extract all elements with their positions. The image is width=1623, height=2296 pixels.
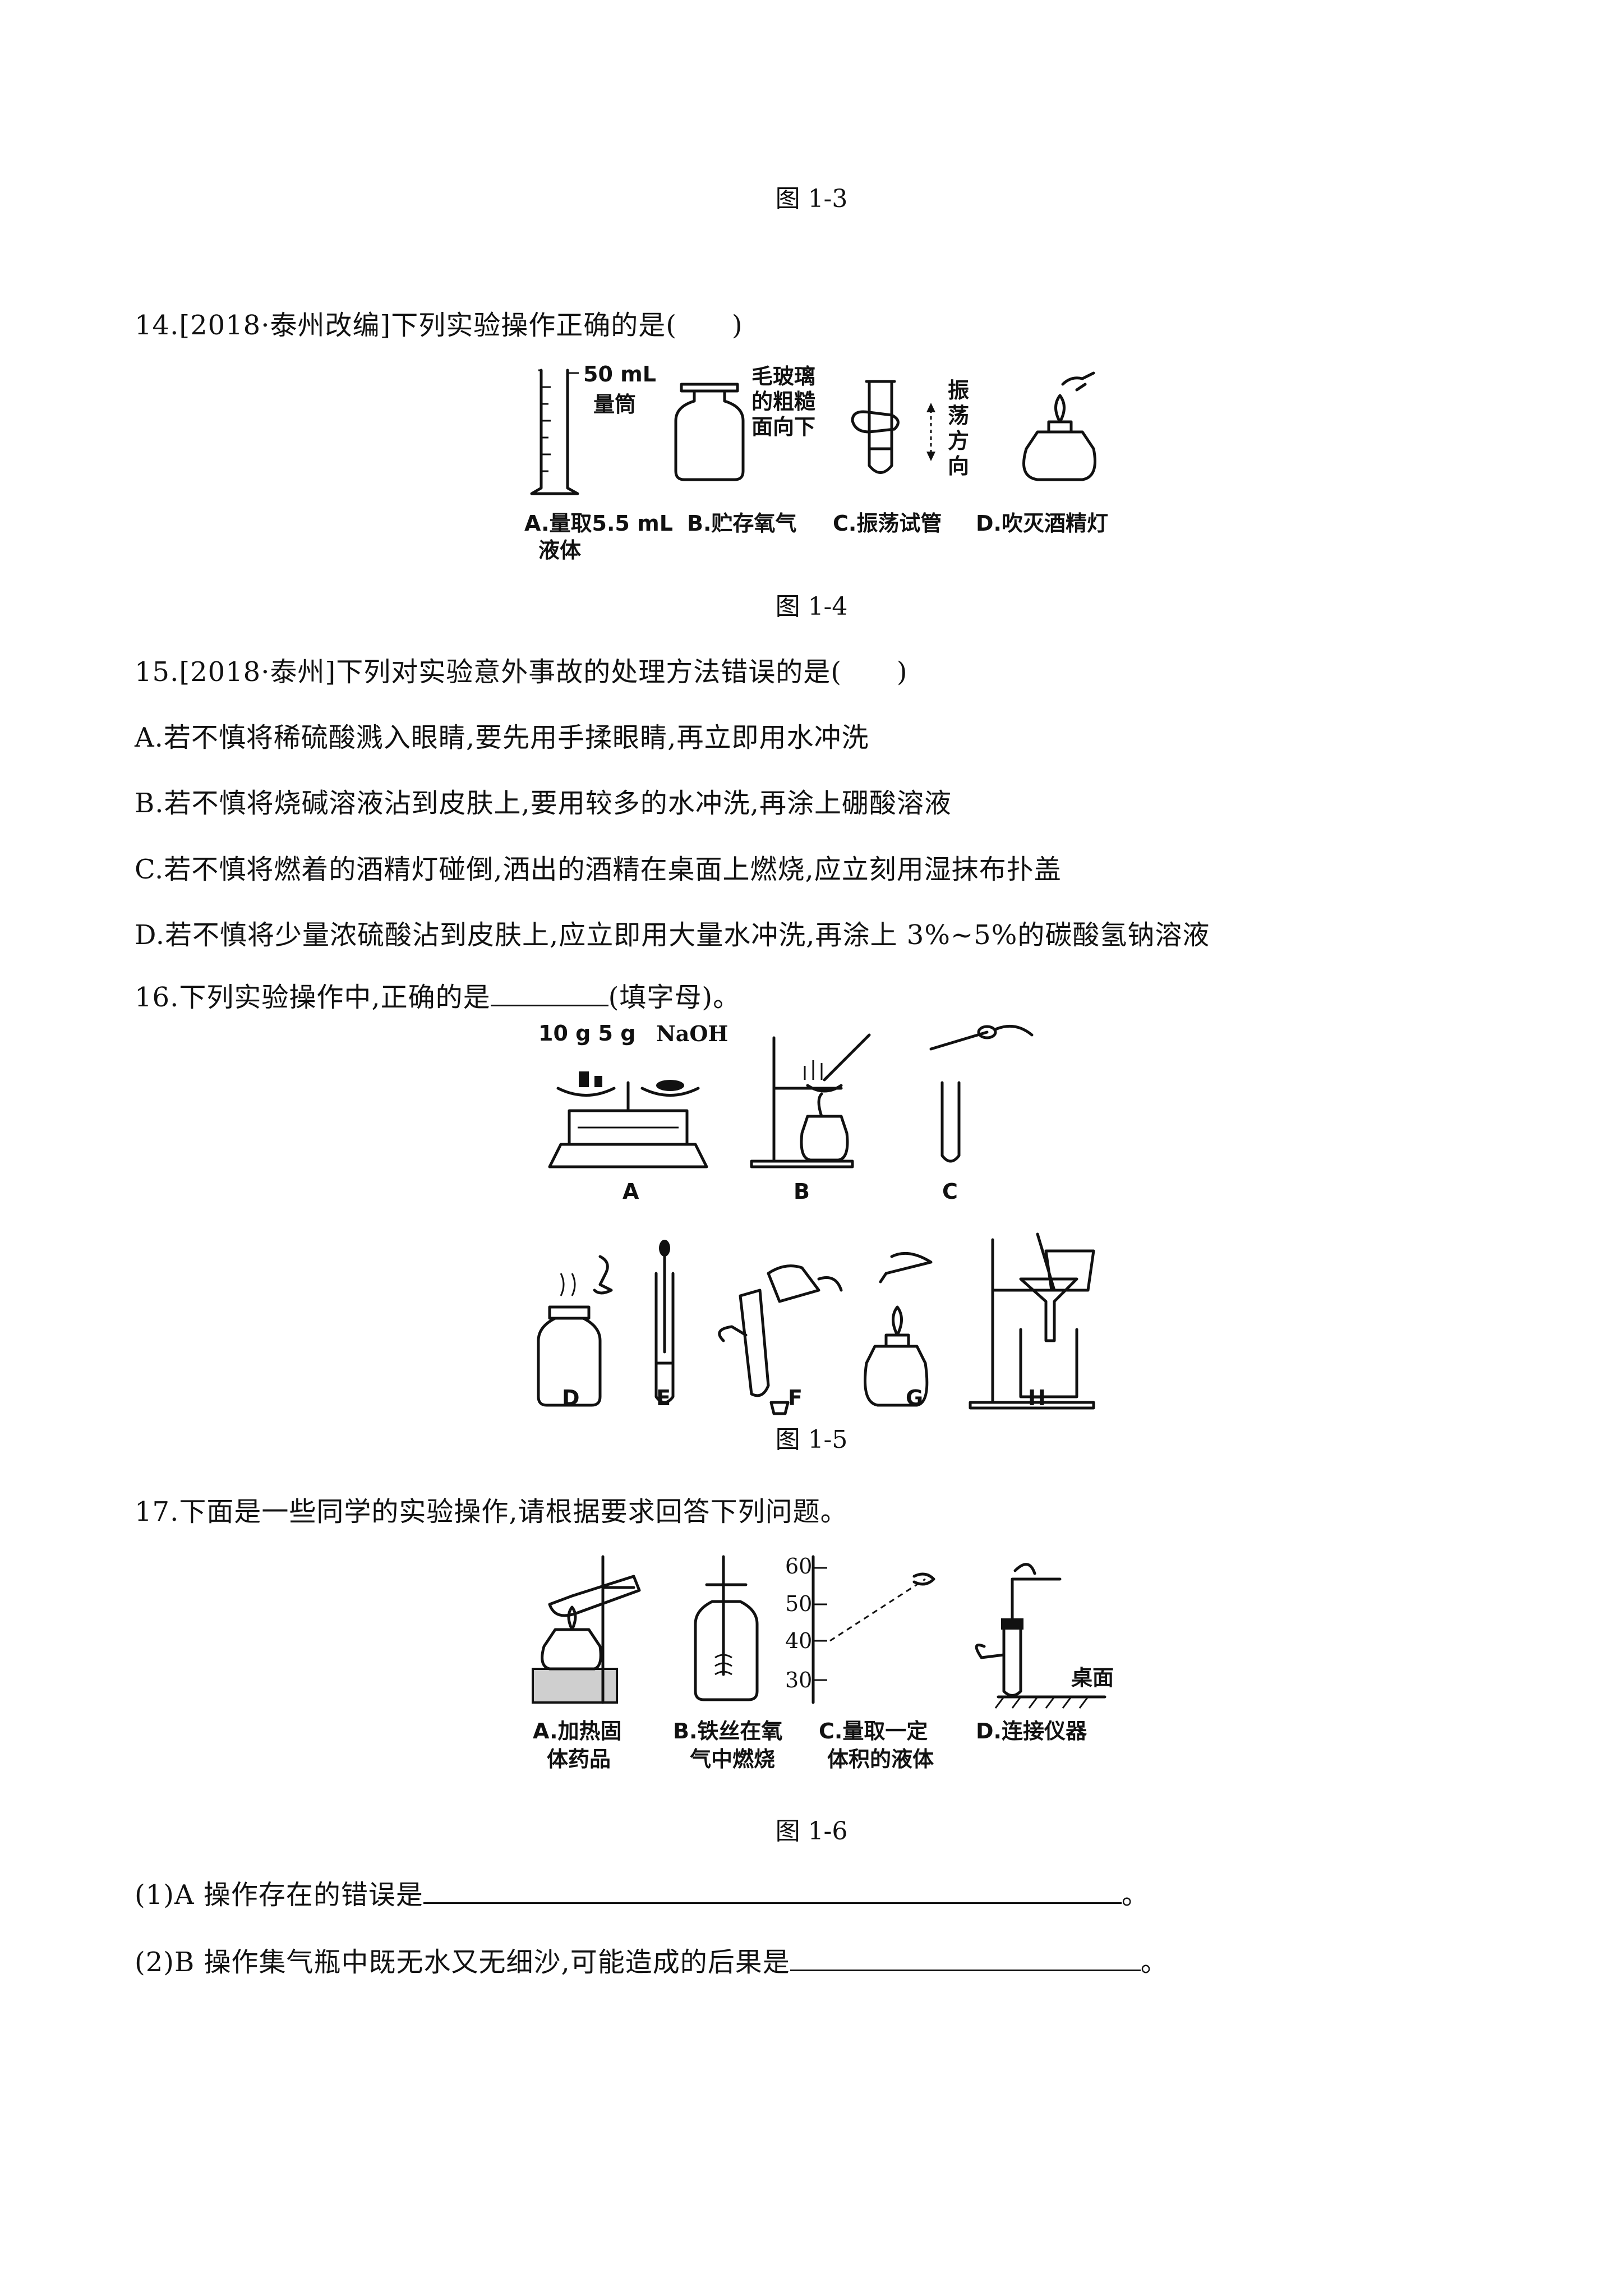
fig14-caption-d: D.吹灭酒精灯: [976, 511, 1108, 536]
figure-1-6: 60 50 40 30 桌面 A.加热固 体药品 B.铁丝在氧 气中燃烧 C.量…: [522, 1545, 1127, 1787]
fig15-label-a: A: [623, 1179, 639, 1204]
fig14-label-b-top2: 的粗糙: [751, 389, 816, 414]
gas-bottle-icon: [674, 383, 745, 481]
question-17-sub-1-answer-blank[interactable]: [423, 1879, 1122, 1904]
fig14-caption-a1: A.量取5.5 mL: [524, 511, 673, 536]
fig15-label-d: D: [562, 1386, 580, 1410]
fig14-label-c-side4: 向: [948, 454, 970, 478]
fig16-tick-40: 40: [785, 1628, 813, 1653]
figure-caption-1-6: 图 1-6: [775, 1817, 848, 1846]
fig15-label-g: G: [906, 1386, 924, 1410]
evaporating-dish-stand-icon: [750, 1033, 871, 1168]
fig14-label-b-top1: 毛玻璃: [751, 364, 816, 389]
fig15-label-f: F: [788, 1386, 803, 1410]
question-17-sub-1-end: 。: [1121, 1879, 1149, 1911]
fig16-tick-30: 30: [785, 1668, 813, 1692]
iron-wire-bottle-icon: [694, 1555, 759, 1701]
question-15-option-b: B.若不慎将烧碱溶液沾到皮肤上,要用较多的水冲洗,再涂上硼酸溶液: [135, 788, 952, 819]
dropper-test-tube-icon: [929, 1024, 1034, 1163]
question-15-option-a: A.若不慎将稀硫酸溅入眼睛,要先用手揉眼睛,再立即用水冲洗: [135, 722, 869, 753]
fig16-caption-a1: A.加热固: [533, 1719, 622, 1743]
figure-1-5-drawing: [537, 1024, 1095, 1415]
question-15-option-d: D.若不慎将少量浓硫酸沾到皮肤上,应立即用大量水冲洗,再涂上 3%~5%的碳酸氢…: [135, 919, 1210, 951]
question-17-sub-2-answer-blank[interactable]: [790, 1946, 1141, 1971]
question-17-sub-2: (2)B 操作集气瓶中既无水又无细沙,可能造成的后果是 。: [135, 1940, 1168, 1979]
lighting-alcohol-lamp-icon: [864, 1251, 933, 1407]
fig16-tick-60: 60: [785, 1554, 813, 1579]
fig14-caption-b: B.贮存氧气: [687, 511, 797, 536]
fig14-label-a-top1: 50 mL: [583, 362, 656, 386]
question-17-sub-1: (1)A 操作存在的错误是 。: [135, 1872, 1149, 1912]
connecting-apparatus-icon: [975, 1563, 1106, 1709]
fig16-caption-b1: B.铁丝在氧: [673, 1719, 783, 1743]
fig16-caption-d: D.连接仪器: [976, 1719, 1087, 1743]
fig15-label-weights: 10 g 5 g: [538, 1021, 636, 1046]
question-16-stem: 16.下列实验操作中,正确的是 (填字母)。: [135, 975, 740, 1014]
fig16-caption-b2: 气中燃烧: [690, 1747, 776, 1772]
fig16-caption-c2: 体积的液体: [827, 1747, 934, 1772]
question-17-sub-2-end: 。: [1140, 1947, 1168, 1978]
figure-caption-1-5: 图 1-5: [775, 1425, 848, 1454]
figure-1-4-drawing: [530, 369, 1096, 495]
question-15-option-c: C.若不慎将燃着的酒精灯碰倒,洒出的酒精在桌面上燃烧,应立刻用湿抹布扑盖: [135, 854, 1062, 885]
fig15-label-e: E: [656, 1386, 671, 1410]
shaking-test-tube-icon: [851, 380, 935, 474]
figure-1-6-drawing: [532, 1555, 1106, 1709]
fig15-label-h: H: [1028, 1386, 1046, 1410]
question-15-stem: 15.[2018·泰州]下列对实验意外事故的处理方法错误的是( ): [135, 656, 908, 688]
question-14-stem: 14.[2018·泰州改编]下列实验操作正确的是( ): [135, 310, 743, 341]
fig16-tick-50: 50: [785, 1591, 813, 1616]
fig16-caption-a2: 体药品: [547, 1747, 611, 1772]
smelling-gas-bottle-icon: [537, 1255, 613, 1407]
reading-cylinder-icon: [811, 1555, 935, 1704]
question-17-stem: 17.下面是一些同学的实验操作,请根据要求回答下列问题。: [135, 1496, 848, 1527]
question-16-text-before: 16.下列实验操作中,正确的是: [135, 982, 491, 1013]
question-16-answer-blank[interactable]: [490, 981, 608, 1006]
fig15-label-c: C: [942, 1179, 958, 1204]
fig14-caption-c: C.振荡试管: [833, 511, 942, 536]
fig16-caption-c1: C.量取一定: [819, 1719, 928, 1743]
balance-icon: [548, 1071, 708, 1168]
fig15-label-naoh: NaOH: [656, 1021, 728, 1046]
question-17-sub-1-text: (1)A 操作存在的错误是: [135, 1879, 423, 1911]
pouring-liquid-icon: [718, 1264, 843, 1415]
alcohol-lamp-icon: [1022, 371, 1096, 481]
fig14-label-c-side2: 荡: [948, 403, 970, 428]
fig14-label-b-top3: 面向下: [751, 415, 816, 439]
fig16-label-desk: 桌面: [1071, 1665, 1114, 1690]
figure-caption-1-4: 图 1-4: [775, 592, 848, 621]
fig14-label-a-top2: 量筒: [593, 392, 637, 417]
fig14-label-c-side3: 方: [948, 429, 970, 453]
graduated-cylinder-icon: [530, 369, 579, 495]
fig14-caption-a2: 液体: [538, 538, 582, 563]
figure-1-5: 10 g 5 g NaOH A B C D E F G H: [537, 1021, 1110, 1419]
figure-caption-1-3: 图 1-3: [775, 185, 848, 213]
fig14-label-c-side1: 振: [948, 378, 970, 403]
fig15-label-b: B: [794, 1179, 810, 1204]
filtration-stand-icon: [969, 1232, 1095, 1410]
heating-solid-apparatus-icon: [532, 1555, 641, 1704]
figure-1-4: 50 mL 量筒 毛玻璃 的粗糙 面向下 振 荡 方 向 A.量取5.5 mL …: [516, 359, 1110, 572]
question-16-text-after: (填字母)。: [608, 982, 741, 1013]
question-17-sub-2-text: (2)B 操作集气瓶中既无水又无细沙,可能造成的后果是: [135, 1947, 790, 1978]
dropper-in-test-tube-icon: [654, 1240, 675, 1404]
